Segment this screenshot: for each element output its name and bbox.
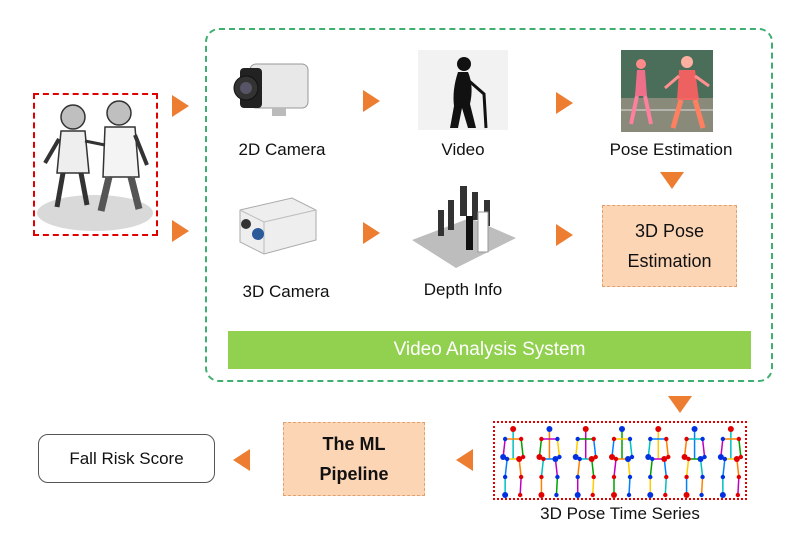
- 3d-camera-label: 3D Camera: [242, 282, 330, 301]
- skeleton-figure: [572, 426, 598, 498]
- arrow-to-2d-camera: [172, 95, 189, 117]
- ml-pipeline-box: The ML Pipeline: [283, 422, 425, 496]
- skeleton-figure: [536, 426, 562, 498]
- 2d-camera-icon: [233, 63, 309, 116]
- elderly-walkers-illustration: [37, 100, 153, 231]
- arrow-depth-to-3d-pose: [556, 224, 573, 246]
- video-analysis-system-banner: Video Analysis System: [228, 331, 751, 369]
- fall-risk-score-box: Fall Risk Score: [38, 434, 215, 483]
- skeleton-figure: [717, 426, 744, 498]
- ml-line1: The ML: [322, 434, 386, 454]
- arrow-3d-camera-to-depth: [363, 222, 380, 244]
- skeleton-figure: [609, 426, 635, 498]
- arrow-time-series-to-ml: [456, 449, 473, 471]
- 3d-pose-line2: Estimation: [627, 251, 712, 271]
- banner-label: Video Analysis System: [393, 339, 586, 360]
- arrow-ml-to-fall-risk: [233, 449, 250, 471]
- 3d-camera-icon: [239, 197, 317, 255]
- arrow-video-to-pose: [556, 92, 573, 114]
- time-series-label: 3D Pose Time Series: [540, 504, 700, 523]
- 3d-pose-estimation-box: 3D Pose Estimation: [602, 205, 737, 287]
- 3d-pose-line1: 3D Pose: [634, 221, 705, 241]
- depth-info-image: [412, 186, 516, 268]
- depth-info-label: Depth Info: [423, 280, 503, 299]
- video-analysis-system-box: [205, 28, 773, 382]
- pose-estimation-image: [621, 50, 713, 132]
- skeleton-figure: [681, 426, 707, 498]
- pose-time-series-image: [493, 421, 747, 500]
- skeleton-figure: [645, 426, 671, 498]
- ml-line2: Pipeline: [319, 464, 389, 484]
- arrow-pose-to-3d-pose: [660, 172, 684, 189]
- arrow-system-to-time-series: [668, 396, 692, 413]
- fall-risk-label: Fall Risk Score: [69, 448, 184, 468]
- arrow-camera-to-video: [363, 90, 380, 112]
- 2d-camera-label: 2D Camera: [238, 140, 326, 159]
- skeleton-figure: [500, 426, 526, 498]
- video-label: Video: [441, 140, 485, 159]
- elderly-people-image: [33, 93, 158, 236]
- arrow-to-3d-camera: [172, 220, 189, 242]
- pose-estimation-label: Pose Estimation: [609, 140, 733, 159]
- video-silhouette-icon: [418, 50, 508, 130]
